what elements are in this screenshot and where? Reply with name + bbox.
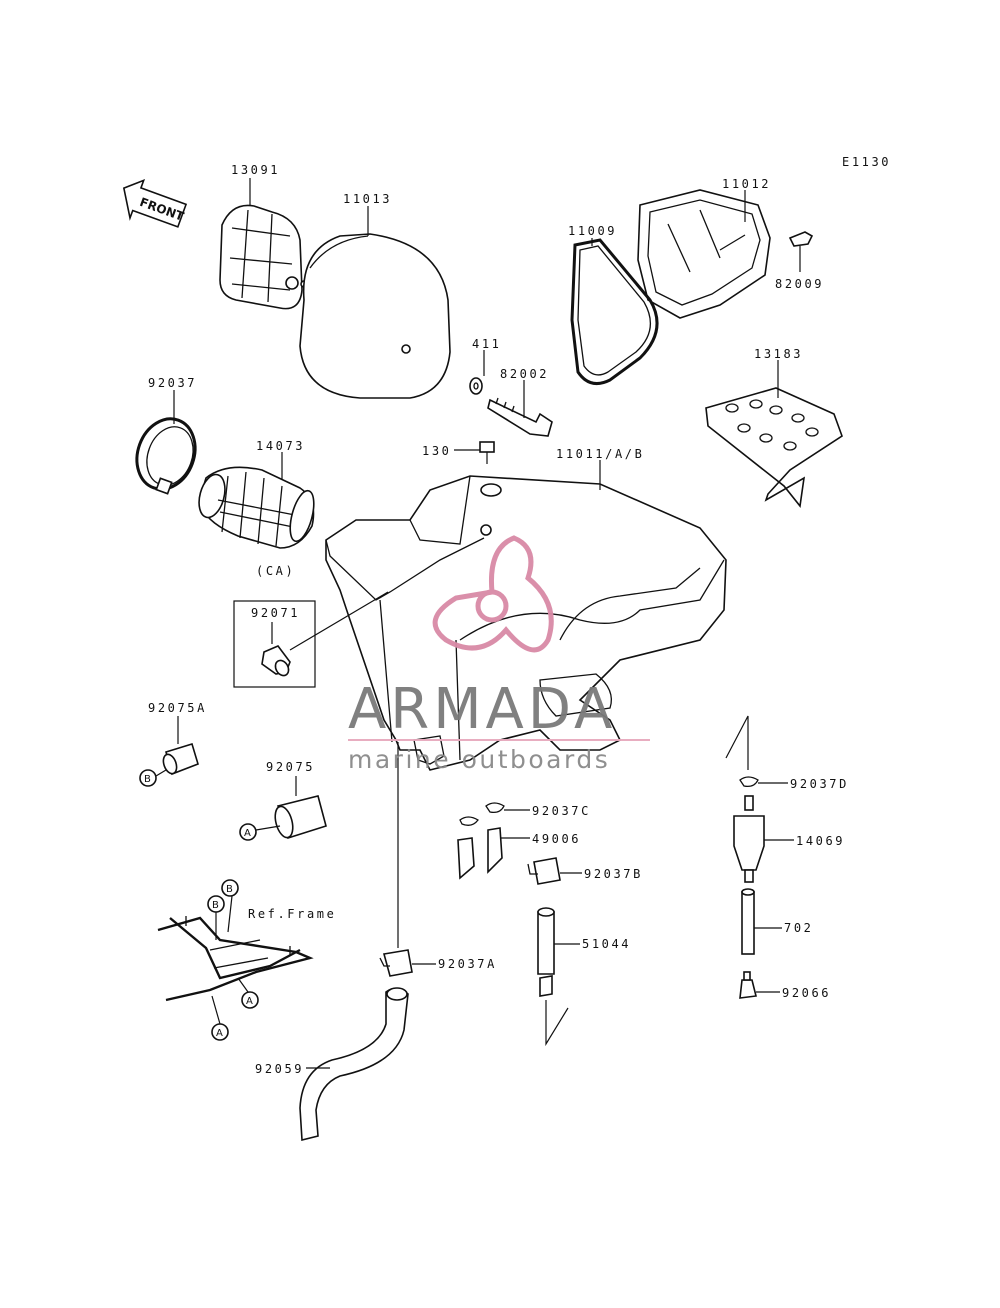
diagram-code: E1130	[842, 155, 891, 169]
clamp-92037A-part	[379, 949, 413, 977]
label-411: 411	[472, 337, 501, 351]
label-ref-frame: Ref.Frame	[248, 907, 336, 921]
duct-14073-part	[198, 466, 315, 549]
leader-marker-b1	[155, 769, 167, 777]
ca-box	[233, 600, 316, 688]
label-702: 702	[784, 921, 813, 935]
marker-a-icon: A	[211, 1023, 229, 1041]
tube-51044-part	[537, 907, 555, 997]
label-ca: (CA)	[256, 564, 295, 578]
leader-marker-a2	[237, 977, 249, 993]
label-13183: 13183	[754, 347, 803, 361]
label-14069: 14069	[796, 834, 845, 848]
svg-text:A: A	[216, 1028, 223, 1039]
leader-marker-a3	[211, 995, 221, 1025]
spacer-92075A-part	[162, 742, 199, 776]
filter-cage-part	[219, 204, 308, 310]
label-92037B: 92037B	[584, 867, 643, 881]
marker-a-icon: A	[241, 991, 259, 1009]
label-49006: 49006	[532, 832, 581, 846]
label-92071: 92071	[251, 606, 300, 620]
air-cover-part	[637, 189, 771, 319]
stud-82002-part	[487, 397, 553, 437]
leader-marker-b2	[227, 895, 233, 933]
bracket-13183-part	[705, 387, 843, 508]
label-14073: 14073	[256, 439, 305, 453]
label-11009: 11009	[568, 224, 617, 238]
label-11011: 11011/A/B	[556, 447, 644, 461]
gasket-part	[570, 238, 659, 386]
leader-92071-to-case	[289, 591, 389, 651]
valve-49006-part	[457, 827, 503, 880]
label-11012: 11012	[722, 177, 771, 191]
label-51044: 51044	[582, 937, 631, 951]
clamp-band-92037-part	[135, 417, 197, 495]
marker-b-icon: B	[221, 879, 239, 897]
label-92066: 92066	[782, 986, 831, 1000]
tube-702-part	[741, 888, 755, 955]
fuel-filter-14069-part	[733, 795, 765, 883]
elbow-92071-part	[261, 645, 291, 677]
watermark-title: ARMADA	[348, 677, 616, 742]
svg-text:A: A	[246, 996, 253, 1007]
hose-92059-part	[299, 987, 409, 1142]
ref-frame-part	[157, 916, 314, 1002]
label-82002: 82002	[500, 367, 549, 381]
label-82009: 82009	[775, 277, 824, 291]
fitting-92066-part	[739, 971, 757, 999]
svg-text:B: B	[212, 900, 219, 911]
armada-logo: ARMADA marine outboards	[348, 535, 650, 774]
bolt-130-part	[479, 441, 495, 464]
marker-b-icon: B	[139, 769, 157, 787]
front-arrow-icon: FRONT	[122, 179, 188, 228]
label-92037C: 92037C	[532, 804, 591, 818]
break-mark-1	[545, 1000, 569, 1047]
label-92075A: 92075A	[148, 701, 207, 715]
label-92059: 92059	[255, 1062, 304, 1076]
air-box-case-part	[325, 475, 727, 771]
label-11013: 11013	[343, 192, 392, 206]
marker-a-icon: A	[239, 823, 257, 841]
air-filter-part	[299, 233, 451, 399]
svg-text:A: A	[244, 828, 251, 839]
label-92037: 92037	[148, 376, 197, 390]
bolt-82009-part	[788, 231, 814, 247]
washer-411-part	[469, 377, 483, 395]
label-92037D: 92037D	[790, 777, 849, 791]
leader-marker-a1	[255, 825, 281, 831]
clamp-92037D-part	[739, 776, 759, 788]
watermark-subtitle: marine outboards	[348, 745, 610, 774]
label-13091: 13091	[231, 163, 280, 177]
clamp-92037C-part	[459, 802, 505, 826]
label-92037A: 92037A	[438, 957, 497, 971]
spacer-92075-part	[274, 795, 327, 840]
break-mark-2	[725, 715, 749, 770]
svg-text:B: B	[226, 884, 233, 895]
marker-b-icon: B	[207, 895, 225, 913]
label-130: 130	[422, 444, 451, 458]
svg-text:B: B	[144, 774, 151, 785]
clamp-92037B-part	[527, 857, 561, 885]
label-92075: 92075	[266, 760, 315, 774]
